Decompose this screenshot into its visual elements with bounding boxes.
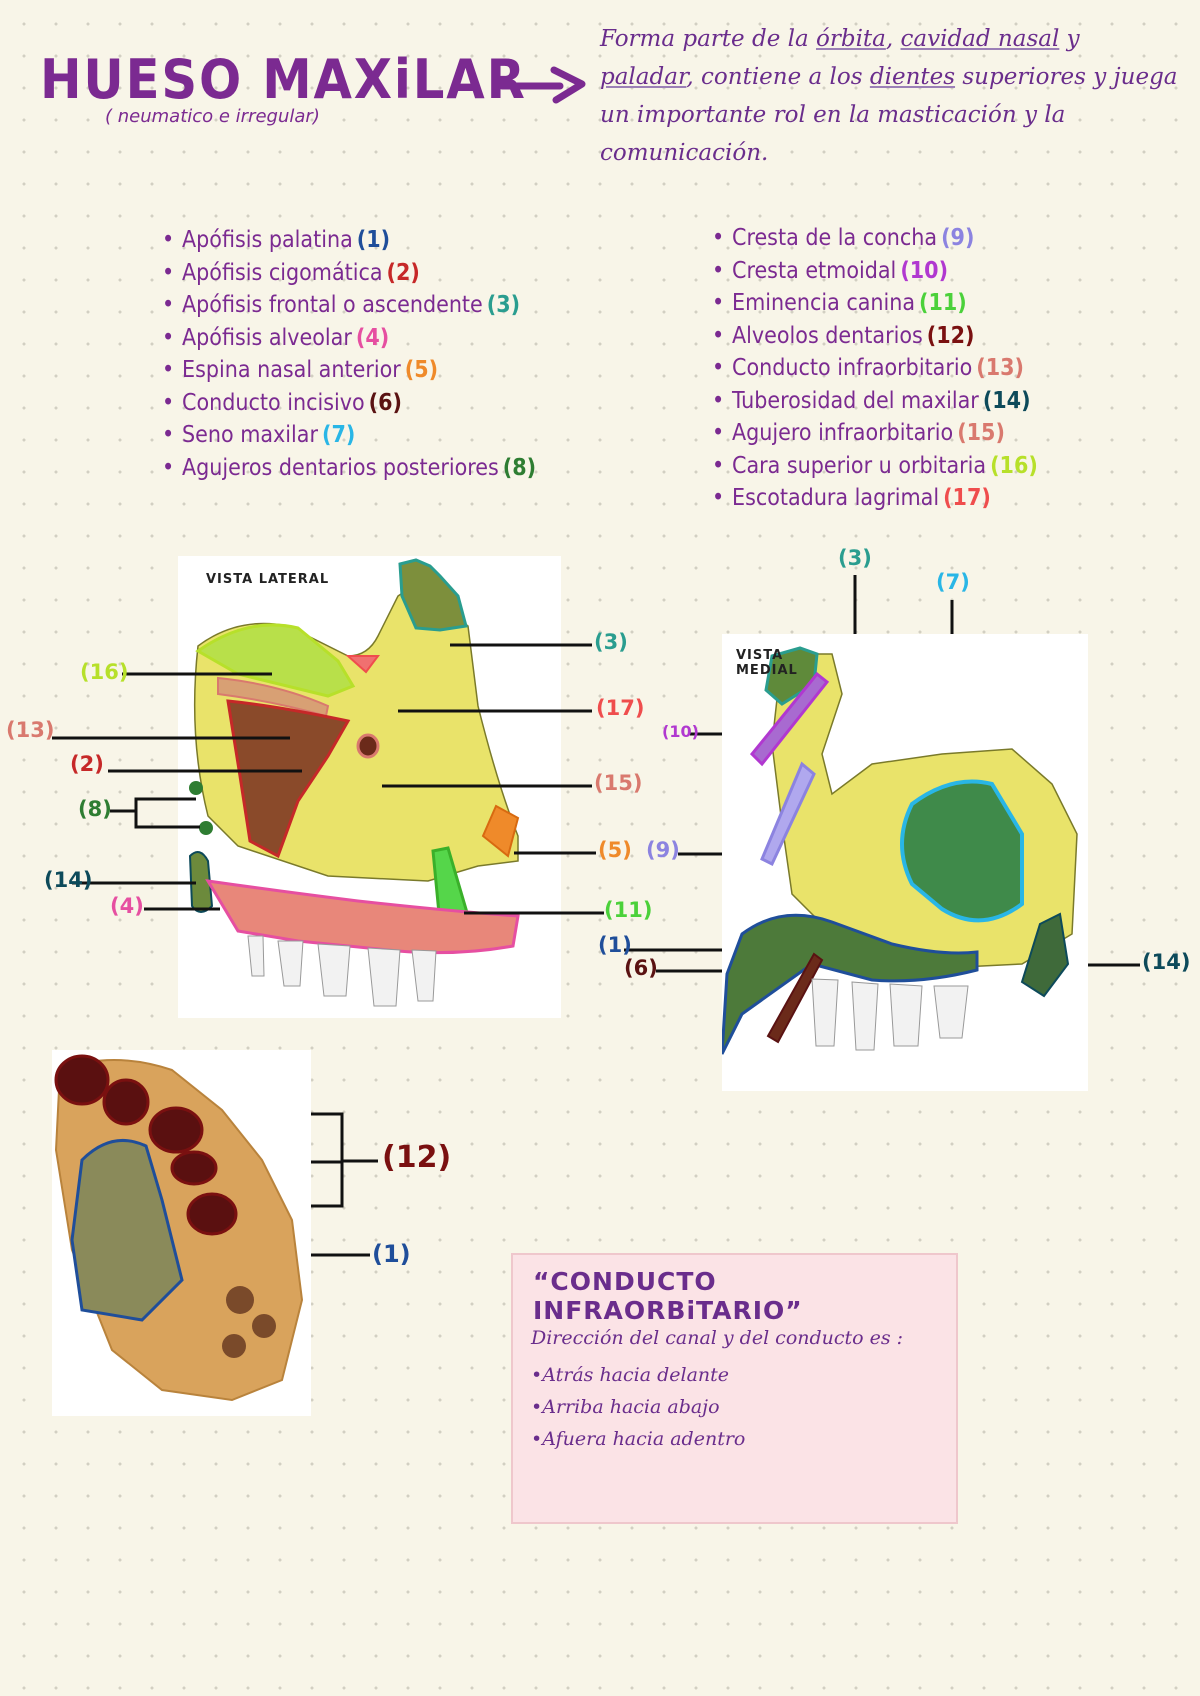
label-lateral-2: (2) — [70, 752, 104, 776]
list-item-number: (12) — [926, 322, 975, 349]
list-item-text: Agujeros dentarios posteriores — [182, 454, 499, 481]
label-medial-14: (14) — [1142, 950, 1191, 974]
maxilla-medial-illustration — [722, 646, 1078, 1055]
card-list-item: Arriba hacia abajo — [531, 1391, 745, 1423]
label-lateral-14: (14) — [44, 868, 93, 892]
list-item: Apófisis frontal o ascendente(3) — [160, 289, 536, 322]
list-item-text: Escotadura lagrimal — [732, 485, 940, 511]
arrow-right-icon — [498, 66, 586, 104]
list-item-text: Cresta de la concha — [732, 225, 938, 251]
label-lateral-16: (16) — [80, 660, 129, 684]
label-medial-7: (7) — [936, 570, 970, 594]
list-item: Apófisis palatina(1) — [160, 224, 536, 257]
card-list: Atrás hacia delante Arriba hacia abajo A… — [531, 1359, 745, 1455]
cavidad-term: cavidad nasal — [900, 26, 1060, 52]
list-item-number: (14) — [982, 387, 1031, 414]
list-item: Cresta etmoidal(10) — [710, 255, 1038, 288]
label-medial-10: (10) — [662, 722, 699, 741]
list-item-text: Cresta etmoidal — [732, 257, 897, 284]
maxilla-lateral-illustration — [188, 558, 520, 1007]
label-lateral-13: (13) — [6, 718, 55, 742]
list-item-number: (7) — [321, 422, 356, 448]
list-item-number: (1) — [356, 227, 391, 253]
list-item: Tuberosidad del maxilar(14) — [710, 385, 1038, 418]
list-item: Agujeros dentarios posteriores(8) — [160, 452, 536, 485]
list-item-number: (11) — [919, 290, 967, 316]
list-item-text: Eminencia canina — [732, 290, 916, 316]
list-item: Conducto infraorbitario(13) — [710, 352, 1038, 385]
list-item-text: Tuberosidad del maxilar — [732, 387, 979, 414]
label-lateral-17: (17) — [596, 696, 645, 720]
list-item: Alveolos dentarios(12) — [710, 320, 1038, 353]
label-medial-3: (3) — [838, 546, 872, 570]
list-item: Eminencia canina(11) — [710, 287, 1038, 320]
label-lateral-8: (8) — [78, 797, 112, 821]
label-medial-9: (9) — [646, 838, 680, 862]
list-item-text: Apófisis frontal o ascendente — [182, 292, 483, 318]
label-inferior-1: (1) — [372, 1240, 411, 1268]
list-item: Seno maxilar(7) — [160, 419, 536, 452]
list-item: Espina nasal anterior(5) — [160, 354, 536, 387]
list-item-text: Seno maxilar — [182, 422, 318, 448]
label-lateral-3: (3) — [594, 630, 628, 654]
list-item-text: Cara superior u orbitaria — [732, 452, 987, 479]
list-item-text: Apófisis cigomática — [182, 259, 383, 286]
list-item-number: (3) — [486, 292, 521, 318]
list-item-text: Apófisis palatina — [182, 227, 353, 253]
list-item-text: Agujero infraorbitario — [732, 420, 954, 446]
list-item-text: Alveolos dentarios — [732, 322, 923, 349]
label-inferior-12: (12) — [382, 1140, 452, 1175]
orbita-term: órbita — [816, 26, 886, 52]
card-list-item: Afuera hacia adentro — [531, 1423, 745, 1455]
paladar-term: paladar — [600, 64, 687, 90]
list-item-number: (8) — [502, 454, 537, 481]
inferior-view-image — [52, 1050, 311, 1416]
lateral-view-label: VISTA LATERAL — [206, 572, 330, 587]
list-item-number: (16) — [990, 452, 1038, 479]
maxilla-inferior-photo — [54, 1054, 304, 1402]
list-item: Cresta de la concha(9) — [710, 222, 1038, 255]
parts-list-right: Cresta de la concha(9)Cresta etmoidal(10… — [710, 222, 1038, 515]
intro-text: Forma parte de la órbita, cavidad nasal … — [600, 26, 1178, 166]
list-item-number: (17) — [943, 485, 991, 511]
list-item-number: (10) — [900, 257, 949, 284]
list-item-number: (6) — [368, 389, 402, 416]
list-item-text: Conducto infraorbitario — [732, 355, 973, 381]
parts-list-left: Apófisis palatina(1)Apófisis cigomática(… — [160, 224, 536, 484]
list-item-text: Conducto incisivo — [182, 389, 365, 416]
list-item-number: (4) — [355, 324, 390, 351]
label-lateral-15: (15) — [594, 771, 643, 795]
list-item: Apófisis cigomática(2) — [160, 257, 536, 290]
list-item-number: (2) — [386, 259, 420, 286]
label-medial-6: (6) — [624, 956, 658, 980]
list-item-number: (13) — [976, 355, 1024, 381]
page-title: HUESO MAXiLAR — [40, 48, 527, 111]
label-lateral-11: (11) — [604, 898, 653, 922]
card-subtitle: Dirección del canal y del conducto es : — [531, 1327, 904, 1349]
label-lateral-4: (4) — [110, 894, 144, 918]
page-subtitle: ( neumatico e irregular) — [105, 106, 320, 127]
label-lateral-5: (5) — [598, 838, 632, 862]
infraorbital-note-card: “CONDUCTO INFRAORBiTARIO” Dirección del … — [511, 1253, 958, 1524]
card-list-item: Atrás hacia delante — [531, 1359, 745, 1391]
label-medial-1: (1) — [598, 933, 632, 957]
list-item: Escotadura lagrimal(17) — [710, 482, 1038, 515]
list-item-number: (9) — [941, 225, 975, 251]
list-item: Agujero infraorbitario(15) — [710, 417, 1038, 450]
card-title: “CONDUCTO INFRAORBiTARIO” — [533, 1267, 803, 1325]
list-item: Conducto incisivo(6) — [160, 387, 536, 420]
list-item: Cara superior u orbitaria(16) — [710, 450, 1038, 483]
list-item-number: (15) — [957, 420, 1005, 446]
list-item-text: Espina nasal anterior — [182, 357, 401, 383]
dientes-term: dientes — [869, 64, 956, 90]
list-item: Apófisis alveolar(4) — [160, 322, 536, 355]
list-item-text: Apófisis alveolar — [182, 324, 352, 351]
list-item-number: (5) — [404, 357, 439, 383]
